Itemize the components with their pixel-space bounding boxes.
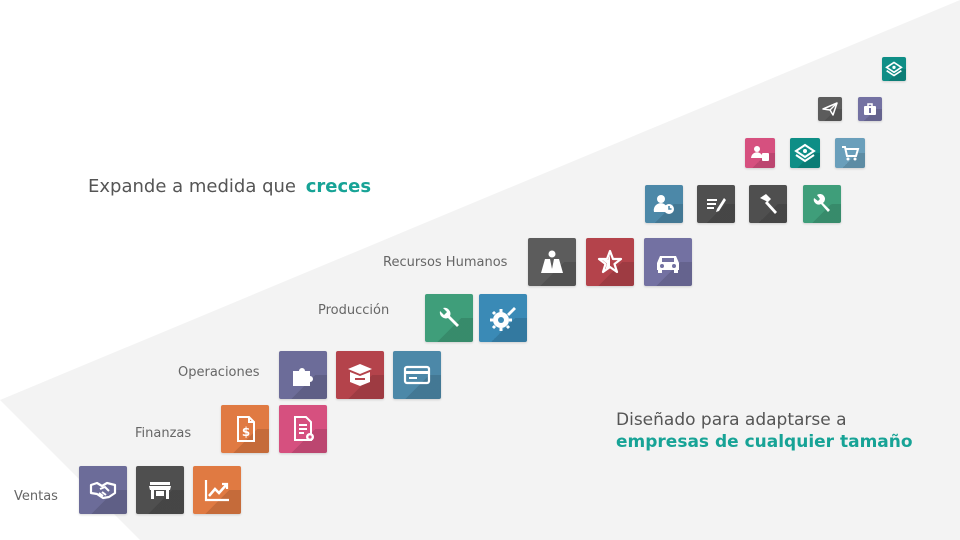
card-icon xyxy=(403,365,431,385)
note-edit-icon xyxy=(707,198,726,212)
wrench-icon xyxy=(439,307,459,327)
app-tile-attendances[interactable] xyxy=(645,185,683,223)
money-icon xyxy=(794,143,816,163)
app-tile-manufacturing[interactable] xyxy=(749,185,787,223)
app-tile-store[interactable] xyxy=(136,466,184,514)
hammer-icon xyxy=(760,194,777,214)
claim-line-1: Diseñado para adaptarse a xyxy=(616,410,847,430)
app-tile-email-marketing[interactable] xyxy=(818,97,842,121)
app-tile-employees[interactable] xyxy=(528,238,576,286)
category-operaciones: Operaciones xyxy=(178,365,260,380)
app-tile-inventory[interactable] xyxy=(336,351,384,399)
app-tile-maintenance[interactable] xyxy=(803,185,841,223)
app-tile-recruitment[interactable] xyxy=(858,97,882,121)
app-tile-trend[interactable] xyxy=(193,466,241,514)
svg-text:$: $ xyxy=(242,425,250,439)
car-icon xyxy=(657,256,679,273)
app-tile-repairs[interactable] xyxy=(425,294,473,342)
caped-figure-icon xyxy=(541,250,563,273)
wrench-icon xyxy=(813,194,830,212)
briefcase-icon xyxy=(864,103,876,115)
trend-chart-icon xyxy=(204,480,229,502)
puzzle-icon xyxy=(293,368,313,386)
invoice-dollar-icon: $ xyxy=(237,416,255,442)
document-settings-icon xyxy=(294,416,314,441)
app-tile-payments[interactable] xyxy=(393,351,441,399)
app-tile-apps[interactable] xyxy=(279,351,327,399)
store-icon xyxy=(149,482,171,499)
app-tile-appraisals[interactable] xyxy=(586,238,634,286)
user-badge-icon xyxy=(751,146,769,161)
user-clock-icon xyxy=(653,195,674,214)
app-tile-payroll[interactable] xyxy=(745,138,775,168)
app-tile-purchase[interactable] xyxy=(835,138,865,168)
app-tile-fleet[interactable] xyxy=(644,238,692,286)
app-tile-expenses-small[interactable] xyxy=(882,57,906,81)
category-ventas: Ventas xyxy=(14,489,58,504)
headline-text: Expande a medida que xyxy=(88,176,296,197)
app-tile-plm[interactable] xyxy=(479,294,527,342)
claim-line-2: empresas de cualquier tamaño xyxy=(616,432,913,452)
open-box-icon xyxy=(348,364,372,386)
app-tile-invoicing[interactable]: $ xyxy=(221,405,269,453)
gear-pencil-icon xyxy=(490,307,516,331)
headline-accent: creces xyxy=(305,176,372,197)
money-icon xyxy=(885,61,903,77)
star-icon xyxy=(597,249,623,274)
app-tile-sales[interactable] xyxy=(79,466,127,514)
app-tile-accounting[interactable] xyxy=(279,405,327,453)
cart-icon xyxy=(842,146,860,161)
app-tile-expenses[interactable] xyxy=(790,138,820,168)
category-finanzas: Finanzas xyxy=(135,426,192,441)
paper-plane-icon xyxy=(822,102,838,116)
handshake-icon xyxy=(89,481,117,500)
category-produccion: Producción xyxy=(318,303,390,318)
category-rrhh: Recursos Humanos xyxy=(383,255,508,270)
headline: Expande a medida que creces xyxy=(88,176,371,197)
size-claim: Diseñado para adaptarse a empresas de cu… xyxy=(616,409,913,453)
app-tile-notes[interactable] xyxy=(697,185,735,223)
